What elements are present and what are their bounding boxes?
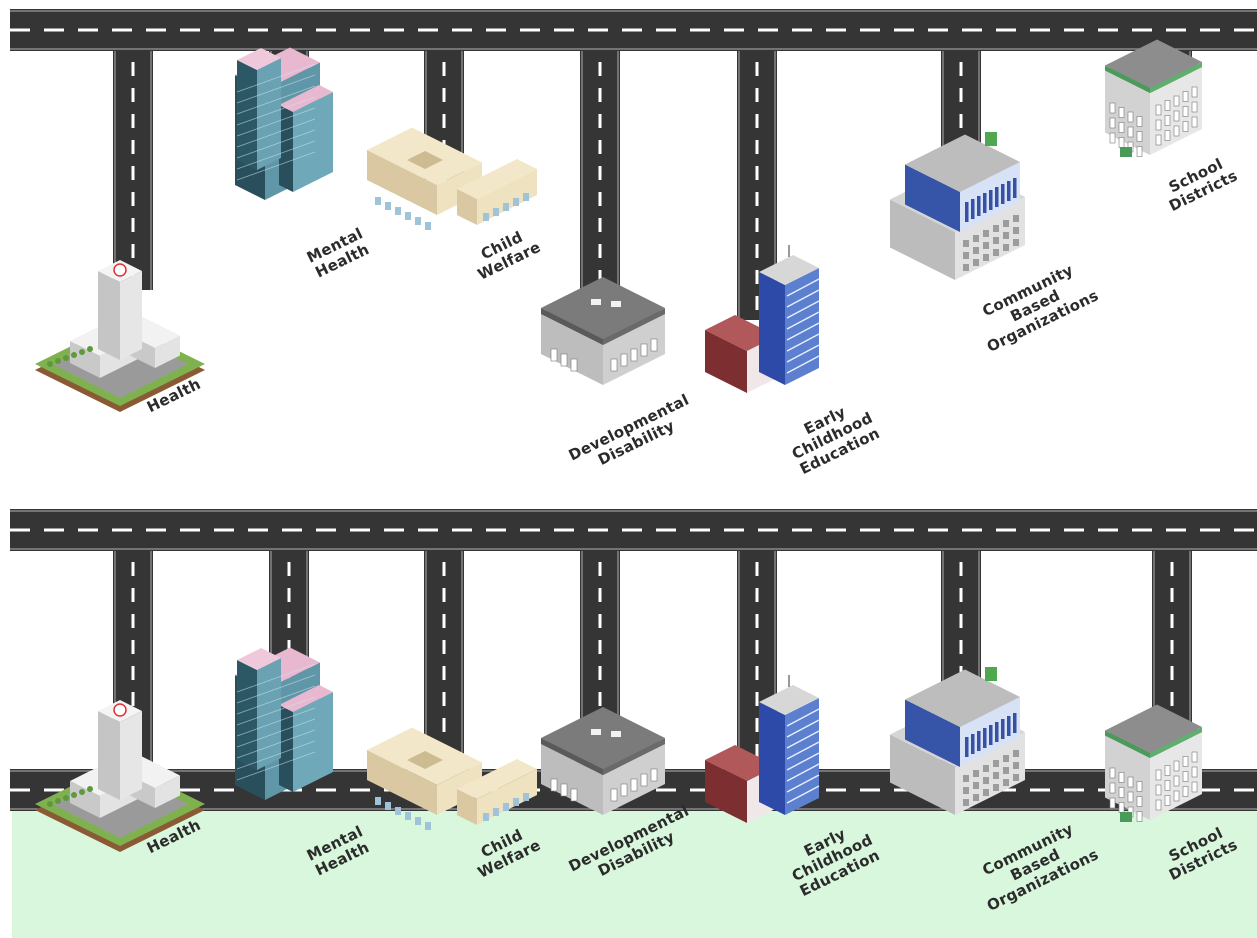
grey-building-icon <box>541 277 665 385</box>
horizontal-road <box>10 509 1257 551</box>
building-label: SchoolDistricts <box>1159 151 1241 215</box>
vertical-road <box>113 30 153 290</box>
grey-building-icon <box>541 707 665 815</box>
school-building-icon <box>1105 39 1202 157</box>
office-block-icon <box>367 727 537 830</box>
blue-office-complex-icon <box>890 132 1025 280</box>
building-label: ChildWelfare <box>467 223 543 284</box>
building-label: EarlyChildhoodEducation <box>782 393 883 478</box>
hospital-building-icon <box>35 700 205 852</box>
brick-and-blue-tower-icon <box>705 675 820 823</box>
building-label: CommunityBasedOrganizations <box>969 256 1101 356</box>
helipad-icon <box>113 703 127 717</box>
blue-office-complex-icon <box>890 667 1025 815</box>
rooftop-icon <box>985 667 997 681</box>
glass-tower-icon <box>235 647 333 800</box>
brick-and-blue-tower-icon <box>705 245 820 393</box>
hospital-building-icon <box>35 260 205 412</box>
glass-tower-icon <box>235 47 333 200</box>
building-label: MentalHealth <box>304 224 373 282</box>
office-block-icon <box>367 127 537 230</box>
horizontal-road <box>10 9 1257 51</box>
school-building-icon <box>1105 704 1202 822</box>
helipad-icon <box>113 263 127 277</box>
building-label: DevelopmentalDisability <box>566 391 700 480</box>
rooftop-icon <box>985 132 997 146</box>
